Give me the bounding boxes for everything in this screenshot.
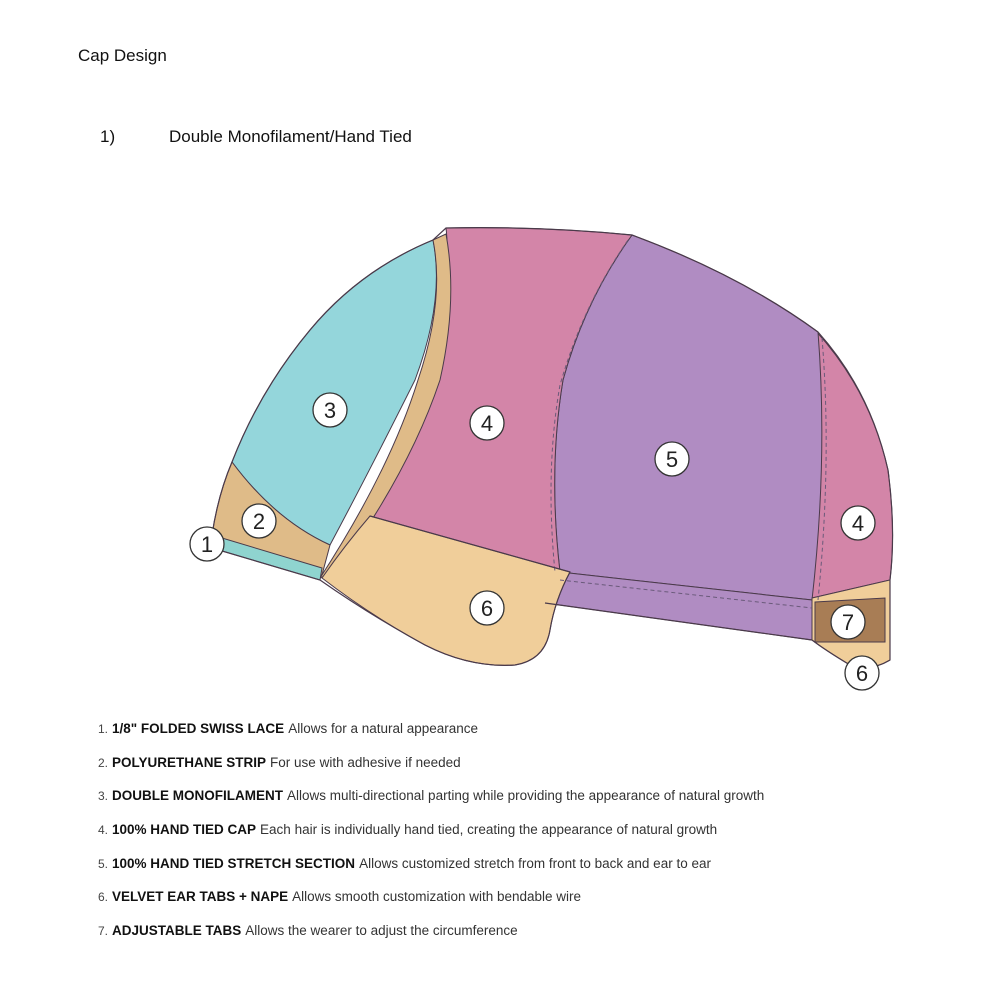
callout-4-back: 4 — [840, 505, 876, 541]
callouts: 1 2 3 4 5 4 6 7 — [189, 392, 880, 691]
svg-text:4: 4 — [481, 411, 493, 436]
document-title: Cap Design — [78, 46, 167, 65]
svg-text:6: 6 — [856, 661, 868, 686]
region-hand-tied-back — [811, 328, 894, 599]
svg-text:1: 1 — [201, 532, 213, 557]
callout-2: 2 — [241, 503, 277, 539]
section-number: 1) — [100, 127, 116, 146]
callout-3: 3 — [312, 392, 348, 428]
svg-text:6: 6 — [481, 596, 493, 621]
callout-6-nape: 6 — [844, 655, 880, 691]
svg-text:5: 5 — [666, 447, 678, 472]
section-title: Double Monofilament/Hand Tied — [169, 127, 412, 146]
svg-text:7: 7 — [842, 610, 854, 635]
svg-text:3: 3 — [324, 398, 336, 423]
svg-text:2: 2 — [253, 509, 265, 534]
cap-outline — [211, 227, 894, 669]
callout-5: 5 — [654, 441, 690, 477]
callout-1: 1 — [189, 526, 225, 562]
callout-4-front: 4 — [469, 405, 505, 441]
callout-6-ear: 6 — [469, 590, 505, 626]
stitch-lines — [550, 239, 827, 609]
callout-7: 7 — [830, 604, 866, 640]
svg-text:4: 4 — [852, 511, 864, 536]
